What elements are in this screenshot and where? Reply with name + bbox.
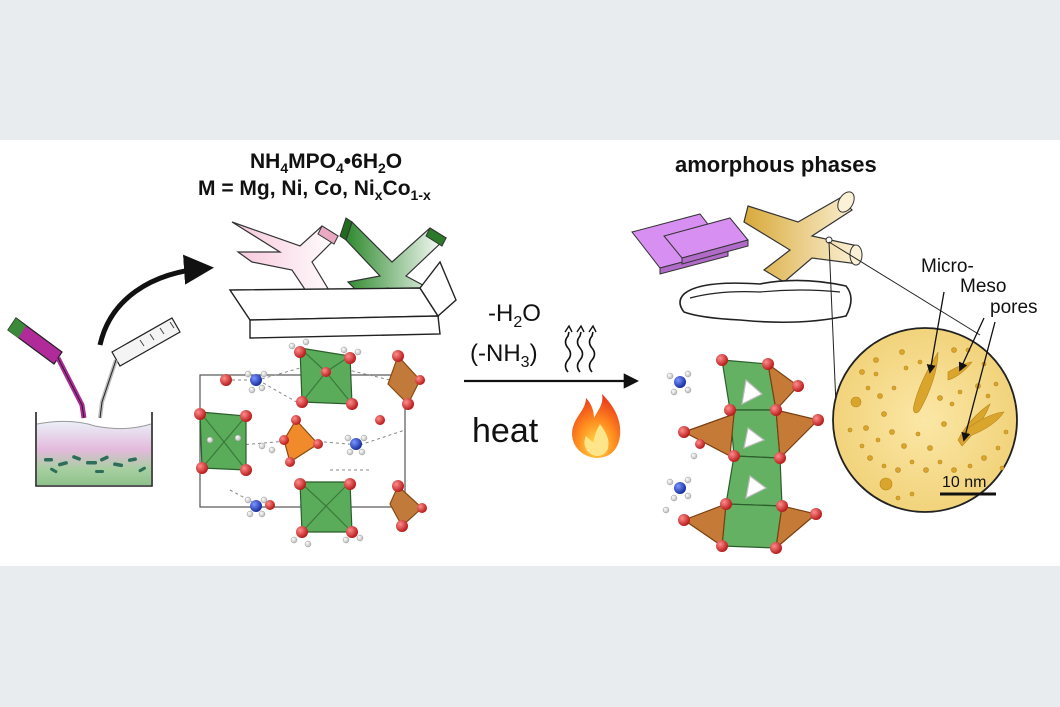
meso-pore-label: Meso bbox=[960, 276, 1006, 298]
micro-pore-label: Micro- bbox=[921, 256, 974, 278]
pores-label: pores bbox=[990, 297, 1038, 319]
amorphous-prism-outline bbox=[680, 280, 851, 322]
heat-label: heat bbox=[472, 412, 538, 451]
heat-wave-icon bbox=[565, 326, 596, 372]
crystal-structure-left bbox=[194, 339, 427, 547]
beaker-icon bbox=[8, 318, 180, 486]
white-crystal-prism bbox=[230, 262, 456, 338]
water-loss-label: -H2O bbox=[488, 300, 541, 332]
ammonia-loss-label: (-NH3) bbox=[470, 340, 538, 372]
formula-line: NH4MPO4•6H2O bbox=[250, 150, 402, 176]
crystal-structure-right bbox=[663, 354, 824, 554]
metal-line: M = Mg, Ni, Co, NixCo1-x bbox=[198, 177, 431, 203]
amorphous-title: amorphous phases bbox=[675, 152, 877, 178]
scale-bar-label: 10 nm bbox=[942, 474, 986, 492]
violet-plates bbox=[632, 214, 748, 274]
flame-icon bbox=[572, 394, 620, 458]
gold-crystal bbox=[744, 189, 862, 282]
pore-zoom-disk bbox=[833, 292, 1017, 512]
